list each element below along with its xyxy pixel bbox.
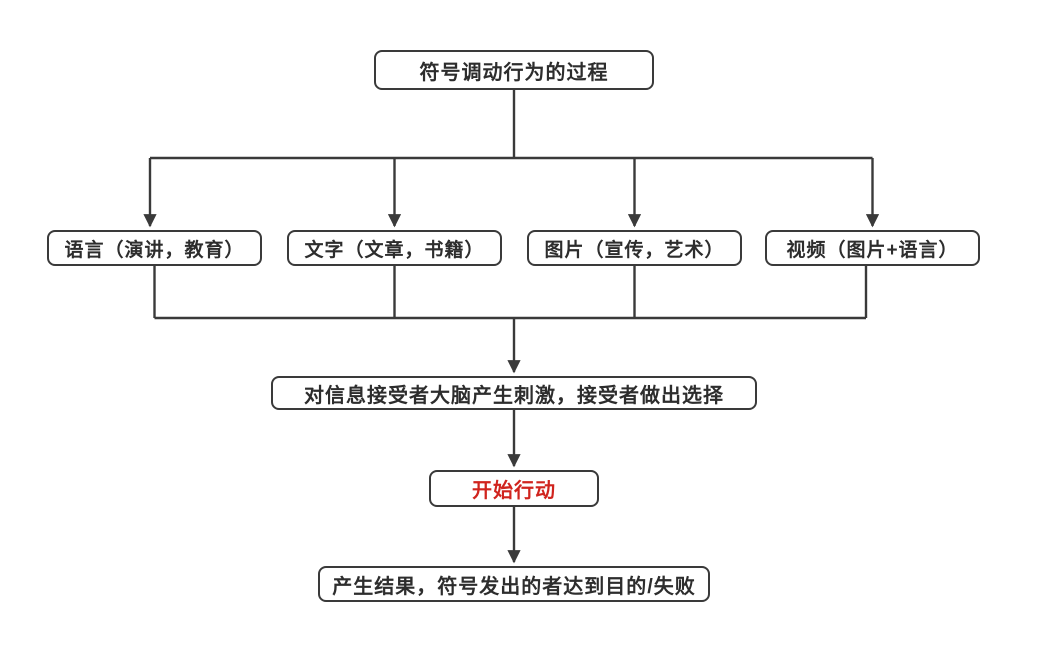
node-stimulus: 对信息接受者大脑产生刺激，接受者做出选择	[271, 376, 757, 410]
node-stimulus-label: 对信息接受者大脑产生刺激，接受者做出选择	[304, 384, 724, 407]
node-channel-language-label: 语言（演讲，教育）	[64, 239, 245, 261]
node-channel-video-label: 视频（图片+语言）	[786, 239, 959, 261]
node-channel-video: 视频（图片+语言）	[765, 230, 980, 266]
node-start-action: 开始行动	[429, 470, 599, 507]
node-channel-language: 语言（演讲，教育）	[47, 230, 262, 266]
node-result-label: 产生结果，符号发出的者达到目的/失败	[332, 575, 696, 598]
node-process-title: 符号调动行为的过程	[374, 50, 654, 90]
node-channel-text-label: 文字（文章，书籍）	[304, 239, 485, 261]
node-process-title-label: 符号调动行为的过程	[419, 61, 609, 84]
node-channel-picture-label: 图片（宣传，艺术）	[544, 239, 725, 261]
node-channel-text: 文字（文章，书籍）	[287, 230, 502, 266]
node-start-action-label: 开始行动	[472, 480, 556, 502]
node-result: 产生结果，符号发出的者达到目的/失败	[318, 566, 710, 602]
node-channel-picture: 图片（宣传，艺术）	[527, 230, 742, 266]
